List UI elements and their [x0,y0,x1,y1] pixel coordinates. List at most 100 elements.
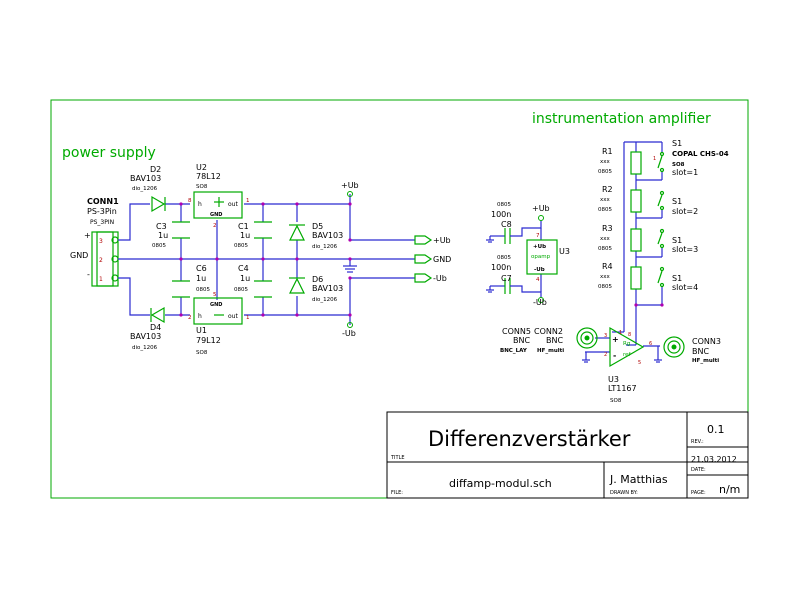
bnc-conn3[interactable]: CONN3 BNC HF_multi [663,336,721,364]
svg-text:SO8: SO8 [610,398,622,404]
junctions [179,202,352,317]
u2-in: h [198,201,202,208]
svg-text:R2: R2 [602,185,613,194]
svg-text:8: 8 [628,332,631,338]
svg-text:xxx: xxx [600,197,611,203]
gain-network-wires [612,141,663,346]
date-label: DATE: [691,467,706,473]
switch-s1-slot2[interactable]: S1 slot=2 [657,190,698,217]
svg-text:2: 2 [604,352,607,358]
svg-text:3: 3 [604,333,607,339]
svg-text:slot=4: slot=4 [672,283,698,292]
conn1-footprint: PS_3PIN [90,219,114,226]
c6-value: 1u [196,274,206,283]
page-label: PAGE: [691,490,706,496]
c4-ref: C4 [238,264,249,273]
capacitor-c6[interactable]: C6 1u 0805 [172,264,210,298]
diode-d6[interactable]: D6 BAV103 dio_1206 [289,275,343,303]
capacitor-c4[interactable]: C4 1u 0805 [234,264,272,298]
u2-pin1: 1 [246,198,250,204]
conn1-value: PS-3Pin [87,207,117,216]
c3-footprint: 0805 [152,243,166,249]
bnc-conn5-conn2[interactable]: CONN5 CONN2 BNC BNC BNC_LAY HF_multi [500,327,598,354]
svg-text:SO8: SO8 [672,162,685,168]
svg-text:xxx: xxx [600,274,611,280]
regulator-u2[interactable]: U2 78L12 SO8 h out GND 8 1 2 [188,163,250,229]
switch-s1-slot4[interactable]: S1 slot=4 [657,266,698,293]
title-label: TITLE [390,455,405,461]
svg-text:BNC: BNC [546,336,563,345]
d4-value: BAV103 [130,332,161,341]
diode-d5[interactable]: D5 BAV103 dio_1206 [289,222,343,250]
port-minus-ub[interactable]: -Ub [414,273,447,283]
port-gnd[interactable]: GND [414,254,451,264]
capacitor-c3[interactable]: C3 1u 0805 [152,221,190,249]
d5-value: BAV103 [312,231,343,240]
resistor-r3[interactable]: R3 xxx 0805 [598,224,642,252]
conn1-pin1: 1 [99,276,103,283]
switch-s1-slot3[interactable]: S1 slot=3 [657,228,698,255]
svg-text:-Ub: -Ub [433,274,447,283]
svg-text:xxx: xxx [600,159,611,165]
c1-ref: C1 [238,222,249,231]
rev-value: 0.1 [707,423,725,436]
u1-pin5: 5 [213,292,217,298]
svg-text:6: 6 [649,341,652,347]
c6-ref: C6 [196,264,207,273]
c1-value: 1u [240,231,250,240]
resistor-r1[interactable]: R1 xxx 0805 [598,147,642,175]
diode-d2[interactable]: D2 BAV103 dio_1206 [130,165,166,213]
resistor-r4[interactable]: R4 xxx 0805 [598,262,642,290]
svg-text:1: 1 [653,156,656,162]
power-supply-heading: power supply [62,145,156,161]
diode-d4[interactable]: D4 BAV103 dio_1206 [130,306,165,351]
capacitor-c8[interactable]: 0805 100n C8 [491,202,512,229]
d6-ref: D6 [312,275,323,284]
drawn-by-value: J. Matthias [609,473,668,486]
conn1-gnd: GND [70,251,88,260]
inamp-u3-lt1167[interactable]: + - Rg ref 3 2 1 8 5 6 U3 LT1167 SO8 [604,326,652,404]
svg-text:BNC: BNC [692,347,709,356]
d4-ref: D4 [150,323,161,332]
c4-value: 1u [240,274,250,283]
power-wires [118,194,415,325]
net-plus-ub-top: +Ub [341,181,359,197]
opamp-u3-power[interactable]: +Ub opamp -Ub U3 7 4 [526,233,570,283]
conn1[interactable]: CONN1 PS-3Pin PS_3PIN + GND - 3 2 1 [70,197,119,287]
resistor-r2[interactable]: R2 xxx 0805 [598,185,642,213]
svg-text:S1: S1 [672,236,682,245]
conn1-plus: + [84,231,91,240]
svg-text:S1: S1 [672,197,682,206]
svg-text:S1: S1 [672,139,682,148]
u2-value: 78L12 [196,172,221,181]
svg-text:R4: R4 [602,262,613,271]
svg-text:LT1167: LT1167 [608,384,637,393]
svg-text:CONN3: CONN3 [692,337,721,346]
svg-text:4: 4 [536,277,540,283]
svg-text:BNC_LAY: BNC_LAY [500,348,528,354]
d6-value: BAV103 [312,284,343,293]
u2-pin2: 2 [213,223,217,229]
port-plus-ub[interactable]: +Ub [414,235,451,245]
switch-s1-slot1[interactable]: 1 S1 COPAL CHS-04 SO8 slot=1 [653,139,729,177]
svg-text:HF_multi: HF_multi [537,348,564,354]
svg-text:100n: 100n [491,210,511,219]
regulator-u1[interactable]: U1 79L12 SO8 h out GND 2 1 5 [188,292,250,356]
svg-text:+Ub: +Ub [533,244,546,250]
svg-text:-: - [613,351,616,360]
u1-gnd: GND [210,302,222,308]
capacitor-c1[interactable]: C1 1u 0805 [234,221,272,249]
u2-out: out [228,201,238,208]
svg-text:HF_multi: HF_multi [692,358,719,364]
svg-text:R3: R3 [602,224,613,233]
u1-value: 79L12 [196,336,221,345]
page-value: n/m [719,483,740,496]
u3-plus-ub-net: +Ub [532,204,550,213]
capacitor-c7[interactable]: 0805 100n C7 [491,255,512,283]
u1-out: out [228,313,238,320]
svg-text:R1: R1 [602,147,613,156]
svg-text:+Ub: +Ub [341,181,359,190]
svg-text:slot=2: slot=2 [672,207,698,216]
svg-text:5: 5 [638,360,641,366]
